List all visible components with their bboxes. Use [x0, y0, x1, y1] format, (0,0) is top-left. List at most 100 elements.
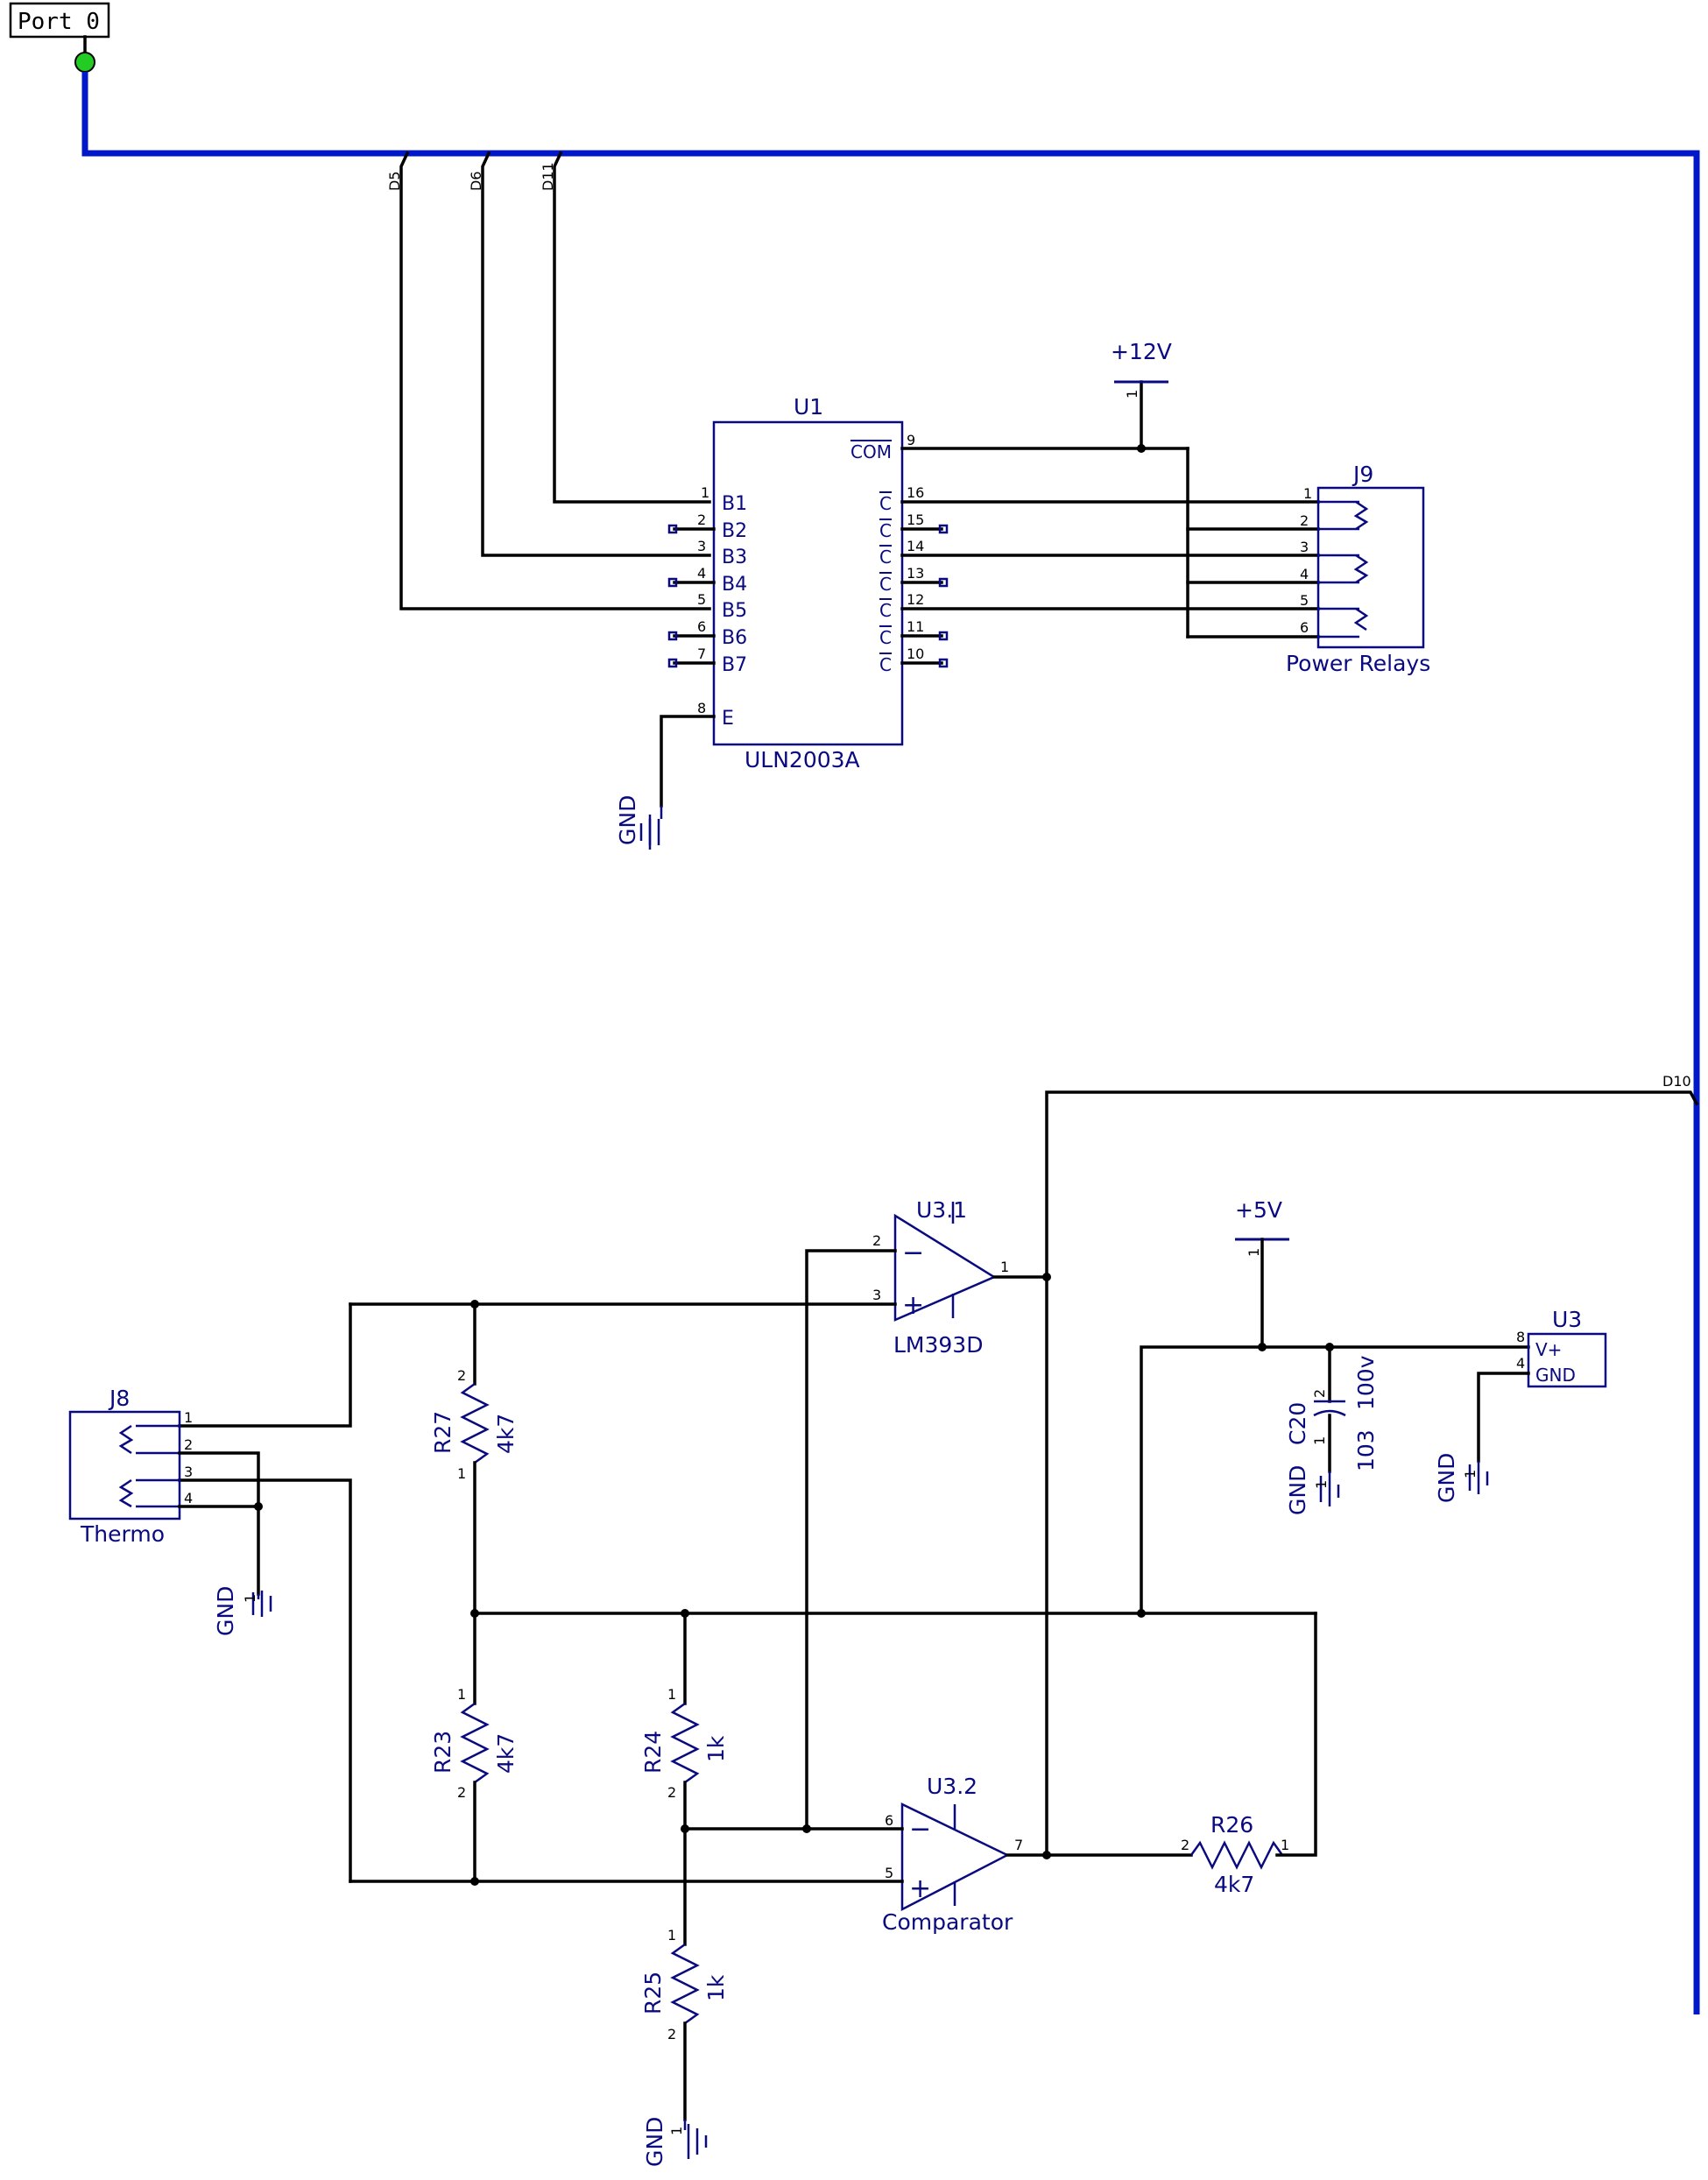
u3-1-body[interactable] — [893, 1213, 997, 1322]
u1-pinnum-1: 1 — [701, 484, 709, 501]
u1-enable-wire — [660, 715, 716, 808]
gnd-symbol-r25 — [683, 2120, 708, 2155]
r26-body[interactable] — [1189, 1840, 1284, 1870]
u1-pinnum-13: 13 — [907, 565, 924, 582]
v5-pin: 1 — [1246, 1248, 1262, 1257]
u1-out-c3: C — [879, 547, 892, 568]
u3-1-pinnum-1: 1 — [1000, 1259, 1009, 1275]
r26-ref: R26 — [1210, 1812, 1253, 1838]
r23-ref: R23 — [430, 1731, 455, 1774]
junction-5v-rail — [1258, 1343, 1267, 1351]
u3-1-inv-wire — [805, 1249, 897, 1831]
gnd-r25-pin: 1 — [668, 2127, 685, 2135]
j9-name: Power Relays — [1286, 651, 1430, 676]
net-label-d11: D11 — [540, 162, 556, 191]
r25-value: 1k — [703, 1974, 729, 2001]
j9-pinnum-6: 6 — [1300, 619, 1309, 636]
port-connector-led[interactable] — [74, 52, 95, 73]
u1-pin4-nc — [667, 577, 678, 588]
r24-body[interactable] — [670, 1702, 700, 1784]
r26-value: 4k7 — [1214, 1872, 1254, 1897]
u1-pin6-nc — [667, 631, 678, 641]
u3-gnd-label: GND — [1535, 1365, 1576, 1386]
u1-out-com: COM — [850, 441, 892, 462]
port-label: Port 0 — [18, 9, 100, 35]
j9-pin-numbers: 1 2 3 4 5 6 — [1300, 485, 1312, 636]
j8-pin2-wire — [178, 1451, 260, 1596]
u3-body[interactable] — [1527, 1332, 1607, 1388]
u1-in-b7: B7 — [722, 654, 747, 676]
u1-out-c6: C — [879, 627, 892, 648]
j8-pin1-wire — [178, 1302, 352, 1428]
j9-pinnum-1: 1 — [1303, 485, 1312, 502]
u1-pinnum-7: 7 — [697, 646, 706, 662]
u1-in-b4: B4 — [722, 574, 747, 596]
u1-in-b6: B6 — [722, 627, 747, 649]
r25-ref: R25 — [640, 1972, 666, 2014]
u3-1-pinnum-2: 2 — [872, 1232, 881, 1249]
r25-pin-b: 2 — [667, 2026, 676, 2042]
r24-pin-b: 2 — [667, 1784, 676, 1801]
power-label-5v: +5V — [1235, 1197, 1282, 1223]
tap-d6-wire — [481, 151, 711, 557]
junction-u3-2-out — [1042, 1851, 1051, 1859]
net-label-d10: D10 — [1662, 1073, 1691, 1090]
v12-pin: 1 — [1124, 390, 1140, 399]
tap-d10-wire — [1045, 1090, 1699, 1857]
u3-2-pinnum-5: 5 — [885, 1865, 893, 1881]
r23-value: 4k7 — [493, 1733, 519, 1774]
c20-voltage: 100v — [1353, 1355, 1379, 1410]
gnd-label-j8: GND — [213, 1586, 238, 1636]
gnd-symbol-c20 — [1319, 1471, 1340, 1506]
junction-j8-gnd — [254, 1502, 263, 1511]
u1-out-c5: C — [879, 600, 892, 621]
gnd-j8-pin: 1 — [242, 1594, 258, 1603]
r23-body[interactable] — [460, 1702, 490, 1784]
u1-input-pin-numbers: 1 2 3 4 5 6 7 8 — [697, 484, 709, 716]
gnd-label-c20: GND — [1285, 1465, 1310, 1515]
j9-pin-lines — [1318, 500, 1359, 638]
j9-body[interactable] — [1316, 486, 1425, 649]
u1-output-labels: COM C C C C C C C — [850, 441, 892, 675]
c20-pin-b: 1 — [1311, 1436, 1328, 1445]
v5-rail-wire — [1140, 1345, 1530, 1615]
r26-pin-a: 2 — [1181, 1837, 1189, 1853]
u3-1-part: LM393D — [893, 1332, 983, 1358]
u1-pinnum-11: 11 — [907, 618, 924, 635]
u1-pin7-nc — [667, 658, 678, 668]
signal-bus — [81, 72, 1700, 2014]
r27-value: 4k7 — [493, 1414, 519, 1454]
u1-pinnum-3: 3 — [697, 538, 706, 554]
u1-out-c1: C — [879, 493, 892, 514]
r24-value: 1k — [703, 1735, 729, 1762]
net-label-d5: D5 — [386, 172, 403, 192]
c20-body[interactable] — [1313, 1400, 1346, 1417]
u1-pinnum-14: 14 — [907, 538, 924, 554]
j8-name: Thermo — [80, 1521, 165, 1547]
u1-in-e: E — [722, 708, 734, 730]
u3-vplus-label: V+ — [1535, 1339, 1562, 1360]
r27-body[interactable] — [460, 1382, 490, 1464]
j9-pinnum-3: 3 — [1300, 539, 1309, 555]
j8-pinnum-4: 4 — [184, 1490, 193, 1506]
u1-in-b3: B3 — [722, 547, 747, 568]
gnd-bar-r25 — [687, 2124, 690, 2159]
junction-u3-2-inv — [802, 1824, 811, 1833]
tap-d11-wire — [553, 151, 711, 504]
r27-ref: R27 — [430, 1411, 455, 1454]
tap-d5-wire — [399, 151, 711, 610]
r24-ref: R24 — [640, 1731, 666, 1774]
u1-pinnum-16: 16 — [907, 484, 924, 501]
r25-body[interactable] — [670, 1943, 700, 2025]
u3-1-minus: − — [902, 1238, 924, 1268]
u1-output-pin-numbers: 9 16 15 14 13 12 11 10 — [907, 432, 924, 662]
u3-2-pinnum-6: 6 — [885, 1812, 893, 1829]
r23-pin-b: 2 — [457, 1784, 466, 1801]
u1-pinnum-10: 10 — [907, 646, 924, 662]
j8-body[interactable] — [68, 1410, 181, 1520]
power-label-12v: +12V — [1111, 339, 1172, 364]
u3-pinnum-4: 4 — [1516, 1355, 1525, 1372]
u1-pin2-nc — [667, 524, 678, 534]
u1-part: ULN2003A — [745, 747, 860, 773]
r26-pin-b: 1 — [1281, 1837, 1289, 1853]
